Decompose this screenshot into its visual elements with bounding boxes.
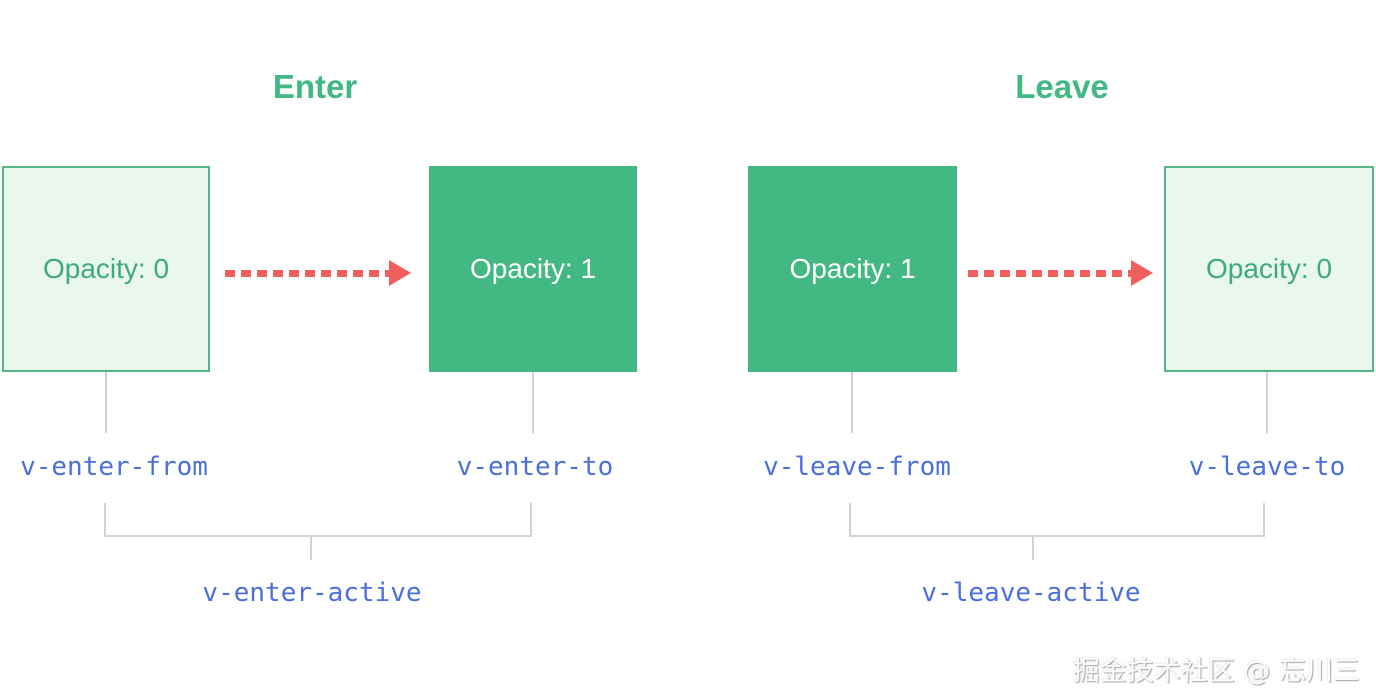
dashed-line bbox=[968, 270, 1132, 277]
enter-to-class-label: v-enter-to bbox=[456, 452, 614, 482]
enter-bracket-connector bbox=[104, 503, 532, 537]
connector-line bbox=[1266, 372, 1268, 433]
leave-to-box: Opacity: 0 bbox=[1164, 166, 1374, 372]
enter-dashed-arrow-right-icon bbox=[225, 260, 411, 286]
leave-section-title: Leave bbox=[1015, 68, 1109, 105]
enter-active-class-label: v-enter-active bbox=[202, 578, 422, 608]
enter-section-title: Enter bbox=[272, 68, 358, 105]
connector-line bbox=[105, 372, 107, 433]
arrowhead-icon bbox=[1131, 260, 1153, 286]
enter-to-box: Opacity: 1 bbox=[429, 166, 637, 372]
dashed-line bbox=[225, 270, 390, 277]
leave-from-class-label: v-leave-from bbox=[763, 452, 951, 482]
leave-bracket-connector bbox=[849, 503, 1265, 537]
leave-to-class-label: v-leave-to bbox=[1188, 452, 1346, 482]
leave-from-box: Opacity: 1 bbox=[748, 166, 957, 372]
connector-line bbox=[1032, 537, 1034, 560]
connector-line bbox=[851, 372, 853, 433]
enter-to-box-label: Opacity: 1 bbox=[469, 253, 597, 284]
enter-from-class-label: v-enter-from bbox=[20, 452, 208, 482]
connector-line bbox=[310, 537, 312, 560]
enter-from-box: Opacity: 0 bbox=[2, 166, 210, 372]
arrowhead-icon bbox=[389, 260, 411, 286]
enter-from-box-label: Opacity: 0 bbox=[42, 253, 170, 284]
watermark: 掘金技术社区 @ 忘川三 bbox=[1072, 656, 1360, 687]
leave-to-box-label: Opacity: 0 bbox=[1205, 253, 1333, 284]
leave-dashed-arrow-right-icon bbox=[968, 260, 1153, 286]
leave-active-class-label: v-leave-active bbox=[921, 578, 1141, 608]
leave-from-box-label: Opacity: 1 bbox=[789, 253, 916, 284]
connector-line bbox=[532, 372, 534, 433]
